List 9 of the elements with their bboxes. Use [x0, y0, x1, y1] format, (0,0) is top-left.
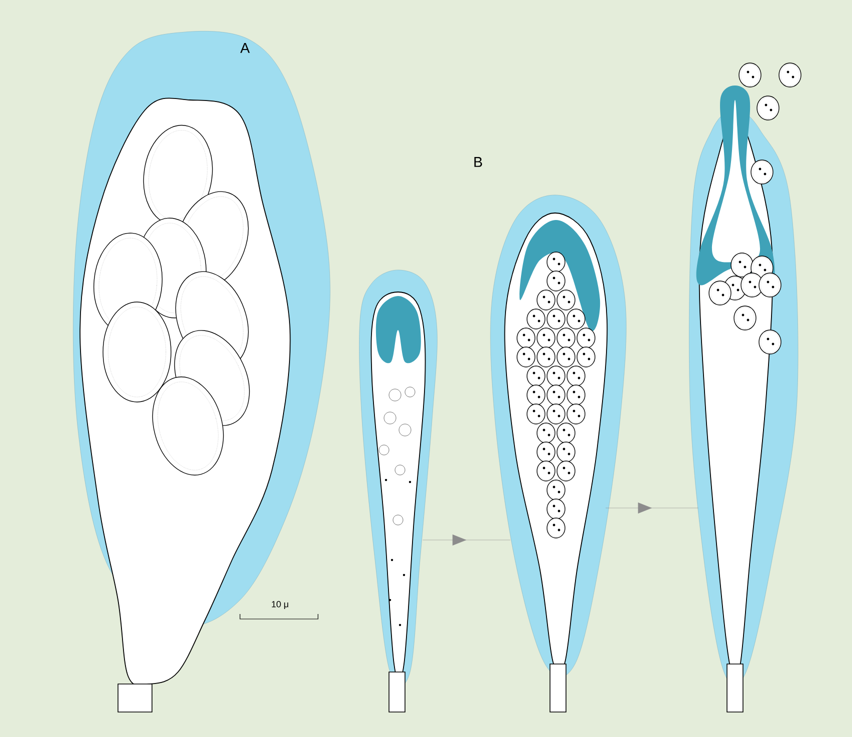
- arrow: [606, 502, 698, 514]
- ascus-drawing: [359, 270, 438, 712]
- panel-letter: A: [240, 43, 250, 53]
- arrow: [422, 534, 510, 546]
- scale-label: 10 μ: [272, 601, 288, 609]
- panel-letter: B: [474, 157, 482, 167]
- ascus-drawing: [490, 194, 626, 712]
- ascus-drawing: [689, 62, 802, 712]
- ascus-drawing: [73, 31, 330, 712]
